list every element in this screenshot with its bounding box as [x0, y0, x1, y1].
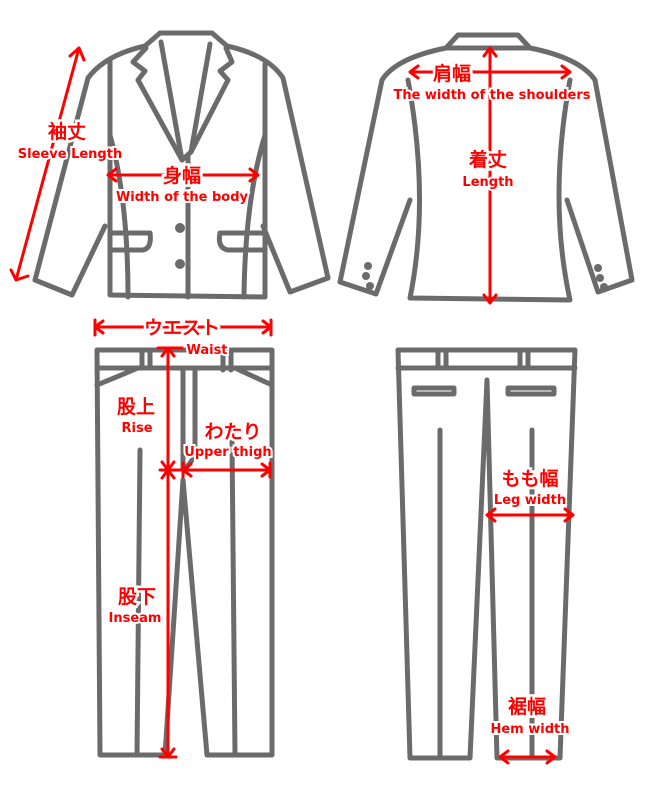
inseam-arrow: [158, 468, 178, 759]
upper-thigh-label-en: Upper thigh: [184, 445, 271, 460]
hem-width-label-jp: 裾幅: [508, 695, 546, 718]
leg-width-label-en: Leg width: [494, 493, 566, 508]
body-width-label-en: Width of the body: [116, 190, 249, 205]
waist-label-jp: ウエスト: [144, 317, 220, 339]
length-label-en: Length: [462, 175, 513, 190]
inseam-label-en: Inseam: [109, 611, 162, 626]
rise-arrow: [156, 346, 184, 472]
shoulder-width-label-jp: 肩幅: [433, 62, 471, 85]
length-label-jp: 着丈: [469, 148, 507, 171]
hem-width-label-en: Hem width: [490, 722, 569, 737]
waist-arrow: [93, 318, 273, 337]
sleeve-length-label-en: Sleeve Length: [18, 147, 122, 162]
pants-back-illustration: [395, 347, 578, 761]
sleeve-length-label-jp: 袖丈: [48, 120, 86, 143]
shoulder-width-label-en: The width of the shoulders: [393, 88, 590, 103]
leg-width-label-jp: もも幅: [501, 467, 558, 490]
upper-thigh-arrow: [158, 461, 272, 479]
body-width-arrow: [106, 167, 260, 183]
inseam-label-jp: 股下: [118, 586, 156, 608]
upper-thigh-label-jp: わたり: [204, 421, 261, 443]
waist-label-en: Waist: [186, 343, 227, 358]
hem-width-arrow: [498, 749, 557, 765]
body-width-label-jp: 身幅: [163, 164, 201, 187]
leg-width-arrow: [485, 507, 575, 523]
pants-front-illustration: [94, 347, 275, 758]
sleeve-length-arrow: [9, 46, 86, 282]
length-arrow: [482, 46, 498, 305]
rise-label-jp: 股上: [117, 396, 155, 418]
rise-label-en: Rise: [121, 421, 152, 436]
